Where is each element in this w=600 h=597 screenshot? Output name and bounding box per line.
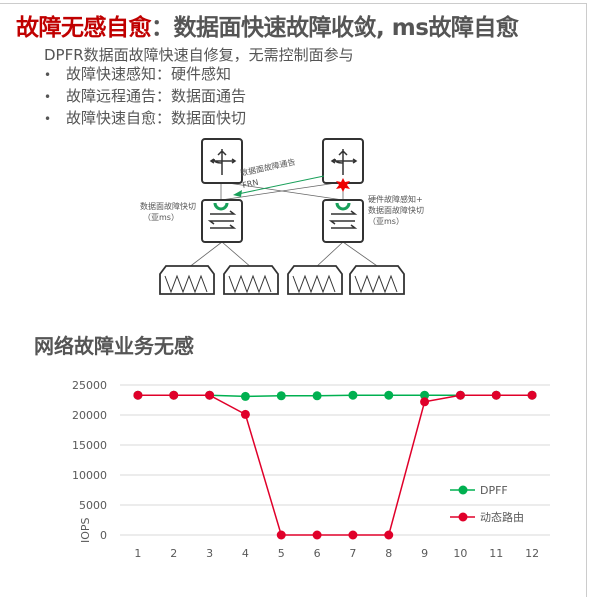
intro-text: DPFR数据面故障快速自修复，无需控制面参与 xyxy=(44,46,354,64)
right-label: （亚ms） xyxy=(368,217,404,226)
data-point xyxy=(420,390,430,400)
data-point xyxy=(240,391,250,401)
right-label: 数据面故障快切 xyxy=(368,205,424,215)
y-tick-label: 0 xyxy=(100,529,107,542)
x-tick-label: 12 xyxy=(525,547,539,560)
network-diagram: 数据面故障通告 FRN 数据面故障快切 （亚ms） 硬件故障感知+ 数据面故障快… xyxy=(140,138,424,295)
left-label: （亚ms） xyxy=(143,213,179,222)
legend-label: 动态路由 xyxy=(480,510,524,524)
x-tick-label: 2 xyxy=(170,547,177,560)
x-tick-label: 7 xyxy=(349,547,356,560)
right-label: 硬件故障感知+ xyxy=(368,194,423,204)
bullet-item: 故障远程通告：数据面通告 xyxy=(44,86,246,108)
data-point xyxy=(491,390,501,400)
x-tick-label: 10 xyxy=(453,547,467,560)
data-point xyxy=(527,390,537,400)
data-point xyxy=(312,391,322,401)
bullet-item: 故障快速自愈：数据面快切 xyxy=(44,108,246,130)
switchover-icon xyxy=(213,202,229,211)
legend-label: DPFF xyxy=(480,484,508,497)
x-tick-label: 11 xyxy=(489,547,503,560)
data-point xyxy=(133,390,143,400)
frn-label: FRN xyxy=(242,178,260,190)
y-tick-label: 10000 xyxy=(72,469,107,482)
y-tick-label: 5000 xyxy=(79,499,107,512)
data-point xyxy=(169,390,179,400)
notify-arrow xyxy=(237,175,325,195)
data-point xyxy=(276,530,286,540)
slide-frame xyxy=(0,3,587,597)
legend-marker xyxy=(458,485,468,495)
y-tick-label: 20000 xyxy=(72,409,107,422)
chart-title: 网络故障业务无感 xyxy=(34,334,194,358)
arrowhead-icon xyxy=(233,190,242,197)
x-tick-label: 5 xyxy=(278,547,285,560)
fault-burst-icon xyxy=(336,178,350,192)
switchover-icon xyxy=(335,202,351,211)
data-point xyxy=(420,397,430,407)
data-point xyxy=(348,390,358,400)
data-point xyxy=(455,390,465,400)
y-tick-label: 15000 xyxy=(72,439,107,452)
title-rest: ：数据面快速故障收敛, ms故障自愈 xyxy=(151,15,519,41)
data-point xyxy=(240,409,250,419)
x-tick-label: 1 xyxy=(134,547,141,560)
bullet-item: 故障快速感知：硬件感知 xyxy=(44,64,246,86)
page-title: 故障无感自愈：数据面快速故障收敛, ms故障自愈 xyxy=(16,8,519,42)
data-point xyxy=(384,390,394,400)
data-point xyxy=(348,530,358,540)
bullet-list: 故障快速感知：硬件感知 故障远程通告：数据面通告 故障快速自愈：数据面快切 xyxy=(44,64,246,130)
y-axis-label: IOPS xyxy=(79,517,92,543)
data-point xyxy=(276,391,286,401)
data-point xyxy=(205,390,215,400)
data-point xyxy=(384,530,394,540)
legend-marker xyxy=(458,512,468,522)
x-tick-label: 4 xyxy=(242,547,249,560)
title-highlight: 故障无感自愈 xyxy=(16,15,152,41)
data-point xyxy=(312,530,322,540)
left-label: 数据面故障快切 xyxy=(140,201,196,211)
x-tick-label: 8 xyxy=(385,547,392,560)
x-tick-label: 9 xyxy=(421,547,428,560)
x-tick-label: 6 xyxy=(314,547,321,560)
series-line-1 xyxy=(137,394,533,536)
y-tick-label: 25000 xyxy=(72,379,107,392)
x-tick-label: 3 xyxy=(206,547,213,560)
